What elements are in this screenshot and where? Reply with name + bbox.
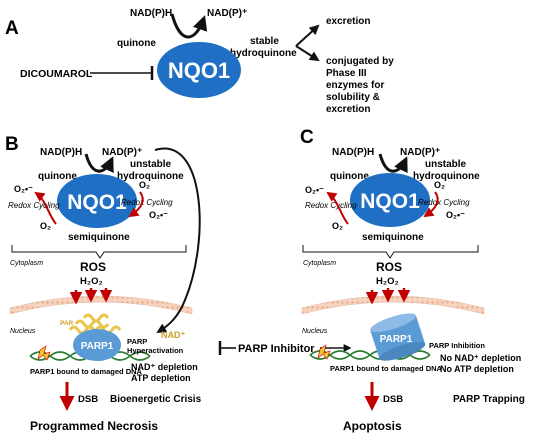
nadp-plus-label: NAD(P)⁺ <box>207 8 247 19</box>
apoptosis-label: Apoptosis <box>343 419 402 433</box>
h2o2-label-b: H₂O₂ <box>80 276 103 287</box>
par-label-b: PAR <box>60 320 74 327</box>
superoxide-left-c: O₂•⁻ <box>305 185 324 195</box>
no-atp-depletion-label: No ATP depletion <box>440 364 514 374</box>
membrane-b <box>9 295 193 315</box>
cofactor-arc-arrow <box>170 13 208 39</box>
hydroquinone-label: hydroquinone <box>230 48 297 59</box>
parp-inhibitor-center: PARP Inhibitor <box>218 341 352 355</box>
cytoplasm-label-c: Cytoplasm <box>303 260 336 267</box>
conjugated-line-4: solubility & <box>326 92 380 103</box>
dna-strand-c-2 <box>309 350 431 360</box>
quinone-label-c: quinone <box>330 171 369 182</box>
parp1-trapped-protein-c <box>370 313 426 361</box>
panel-c-letter: C <box>300 127 314 148</box>
o2-left-c: O₂ <box>332 221 343 231</box>
unstable-label-c: unstable <box>425 159 467 170</box>
nadp-plus-label-c: NAD(P)⁺ <box>400 147 440 158</box>
redox-left-c: Redox Cycling <box>305 201 357 210</box>
parp-inhibition-label: PARP Inhibition <box>429 341 485 350</box>
cytoplasm-brace-b <box>11 245 187 259</box>
dna-break-b <box>37 345 51 361</box>
redox-arrow-left-b <box>34 191 57 225</box>
parp-label-b: PARP <box>127 337 147 346</box>
dna-break-c <box>317 344 331 360</box>
bound-dna-label-b: PARP1 bound to damaged DNA <box>30 367 143 376</box>
semiquinone-label-b: semiquinone <box>68 232 130 243</box>
superoxide-left-b: O₂•⁻ <box>14 184 33 194</box>
no-nad-depletion-label: No NAD⁺ depletion <box>440 353 521 363</box>
conjugated-line-5: excretion <box>326 104 370 115</box>
redox-right-c: Redox Cycling <box>418 198 470 207</box>
dicoumarol-label: DICOUMAROL <box>20 68 93 80</box>
hydroquinone-label-c: hydroquinone <box>413 171 480 182</box>
quinone-label: quinone <box>117 38 156 49</box>
nqo1-label-c: NQO1 <box>360 190 420 213</box>
panel-a: A NAD(P)H NAD(P)⁺ quinone stable hydroqu… <box>5 8 394 115</box>
ros-label-b: ROS <box>80 260 106 274</box>
nucleus-label-c: Nucleus <box>302 328 328 335</box>
excretion-label: excretion <box>326 16 370 27</box>
panel-c: C NAD(P)H NAD(P)⁺ unstable hydroquinone … <box>300 127 525 433</box>
bound-dna-label-c: PARP1 bound to damaged DNA <box>330 364 443 373</box>
parp-trapping-label: PARP Trapping <box>453 394 525 405</box>
superoxide-right-c: O₂•⁻ <box>446 210 465 220</box>
stable-label: stable <box>250 36 279 47</box>
redox-left-b: Redox Cycling <box>8 201 60 210</box>
cofactor-arc-arrow-b <box>84 153 114 174</box>
redox-arrow-right-c <box>423 191 439 218</box>
redox-arrow-left-c <box>326 191 349 225</box>
nqo1-enzyme-b <box>57 174 137 228</box>
panel-a-letter: A <box>5 18 19 39</box>
nadph-label: NAD(P)H <box>130 8 172 19</box>
hyperactivation-label-b: Hyperactivation <box>127 346 184 355</box>
nadph-label-b: NAD(P)H <box>40 147 82 158</box>
panel-b-letter: B <box>5 134 19 155</box>
membrane-c <box>301 295 485 315</box>
dsb-label-c: DSB <box>383 394 403 405</box>
h2o2-label-c: H₂O₂ <box>376 276 399 287</box>
nqo1-enzyme-c <box>350 173 430 227</box>
nad-plus-label-b: NAD⁺ <box>161 330 185 340</box>
hydroquinone-label-b: hydroquinone <box>117 171 184 182</box>
parp1-protein-b <box>73 329 121 361</box>
nadp-plus-label-b: NAD(P)⁺ <box>102 147 142 158</box>
cytoplasm-label-b: Cytoplasm <box>10 260 43 267</box>
panel-b: B NAD(P)H NAD(P)⁺ unstable hydroquinone … <box>5 134 202 433</box>
quinone-label-b: quinone <box>38 171 77 182</box>
conjugated-line-1: conjugated by <box>326 56 394 67</box>
nad-depletion-label: NAD⁺ depletion <box>131 362 198 372</box>
redox-right-b: Redox Cycling <box>121 198 173 207</box>
parp1-label-c: PARP1 <box>380 334 413 345</box>
conjugated-line-2: Phase III <box>326 68 367 79</box>
hydroquinone-feedback-arrow <box>154 147 201 334</box>
o2-right-c: O₂ <box>434 180 445 190</box>
unstable-label-b: unstable <box>130 159 172 170</box>
conjugated-line-3: enzymes for <box>326 80 384 91</box>
o2-left-b: O₂ <box>40 221 51 231</box>
cofactor-arc-arrow-c <box>378 153 408 174</box>
nucleus-label-b: Nucleus <box>10 328 36 335</box>
parp-inhibitor-label: PARP Inhibitor <box>238 343 315 355</box>
o2-right-b: O₂ <box>139 180 150 190</box>
bioenergetic-crisis-label: Bioenergetic Crisis <box>110 394 202 405</box>
programmed-necrosis-label: Programmed Necrosis <box>30 419 158 433</box>
arrow-to-excretion <box>295 24 320 47</box>
nadph-label-c: NAD(P)H <box>332 147 374 158</box>
nqo1-label-a: NQO1 <box>168 58 230 83</box>
arrow-to-conjugation <box>295 45 320 62</box>
nqo1-label-b: NQO1 <box>67 191 127 214</box>
dsb-label-b: DSB <box>78 394 98 405</box>
semiquinone-label-c: semiquinone <box>362 232 424 243</box>
parp1-label-b: PARP1 <box>81 341 114 352</box>
superoxide-right-b: O₂•⁻ <box>149 210 168 220</box>
ros-label-c: ROS <box>376 260 402 274</box>
atp-depletion-label: ATP depletion <box>131 373 191 383</box>
cytoplasm-brace-c <box>302 245 479 259</box>
redox-arrow-right-b <box>128 191 144 218</box>
nqo1-enzyme-a <box>157 42 241 98</box>
